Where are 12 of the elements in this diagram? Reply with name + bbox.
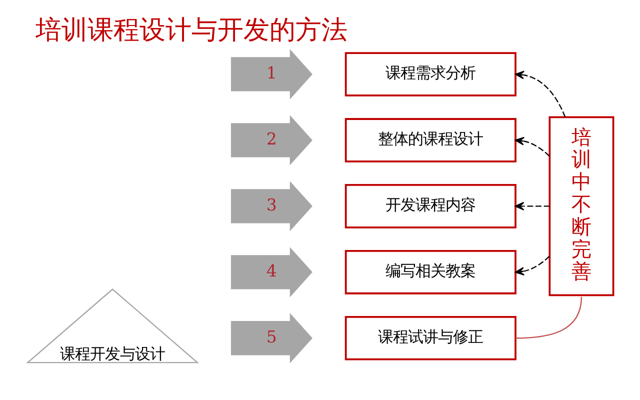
node-box: 课程需求分析 xyxy=(344,52,516,96)
node-box: 课程试讲与修正 xyxy=(344,316,516,360)
node-box: 开发课程内容 xyxy=(344,184,516,228)
connector xyxy=(514,296,582,339)
arrow xyxy=(514,256,550,276)
diagram-title: 培训课程设计与开发的方法 xyxy=(34,15,347,46)
arrow xyxy=(514,136,550,157)
arrow xyxy=(514,70,566,118)
arrow xyxy=(514,202,550,210)
node-box: 培训中不断完善 xyxy=(548,116,614,296)
node-box: 整体的课程设计 xyxy=(344,118,516,162)
node-box: 编写相关教案 xyxy=(344,250,516,294)
